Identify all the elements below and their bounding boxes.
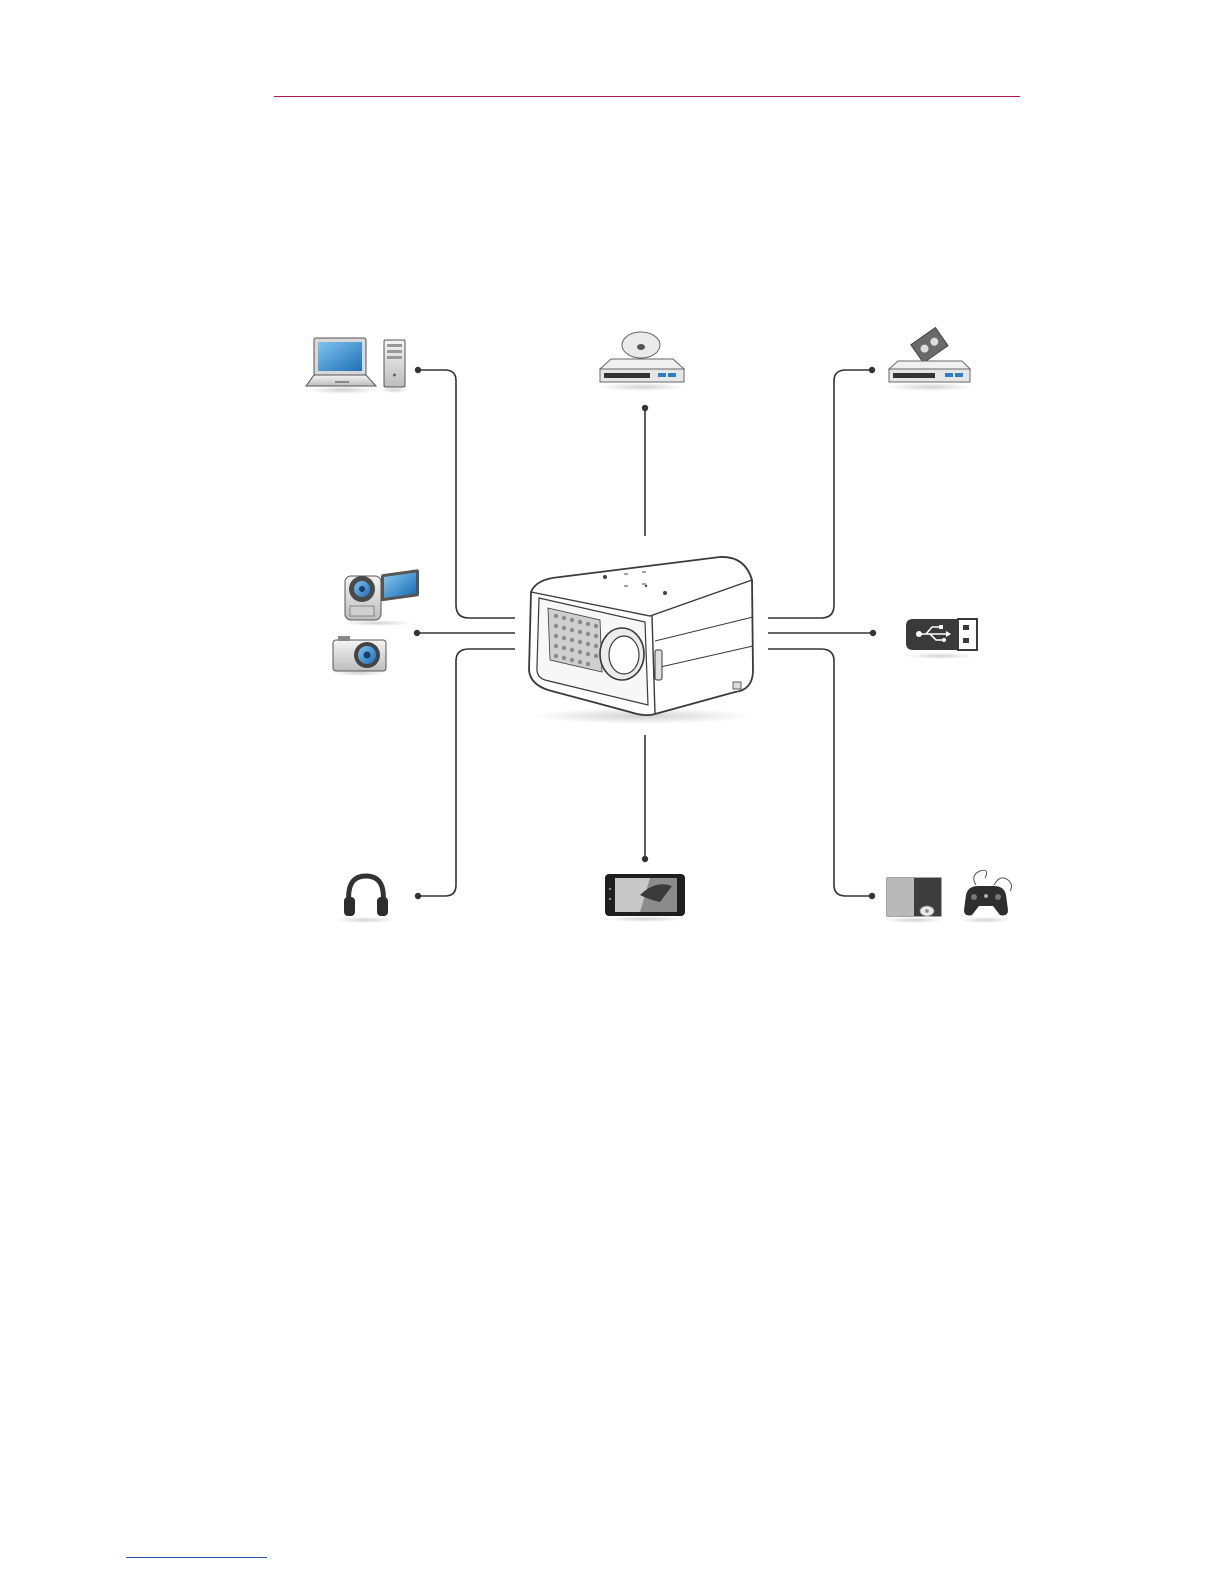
dvd-player-icon <box>598 332 686 391</box>
usb-drive-icon <box>906 619 977 659</box>
laptop-icon <box>306 338 379 394</box>
connector-pc <box>418 370 515 618</box>
connector-dot-mobile <box>642 856 648 862</box>
connector-vcr <box>768 370 872 618</box>
desktop-tower-icon <box>380 340 408 393</box>
headphones-icon <box>335 876 395 923</box>
digital-camera-icon <box>332 636 386 676</box>
connector-game <box>768 649 872 896</box>
pc-device-group <box>306 338 408 394</box>
camera-device-group <box>332 569 419 676</box>
connector-dot-usb <box>870 630 876 636</box>
game-device-group <box>884 870 1012 923</box>
connector-dot-game <box>869 893 875 899</box>
vcr-icon <box>886 328 974 391</box>
connector-dot-vcr <box>869 367 875 373</box>
game-controller-icon <box>959 870 1012 923</box>
connector-dot-dvd <box>642 405 648 411</box>
connector-audio <box>418 649 515 896</box>
connector-dot-pc <box>415 367 421 373</box>
smartphone-icon <box>605 874 685 922</box>
connector-dot-audio <box>415 893 421 899</box>
set-top-box-icon <box>884 878 944 923</box>
connector-dot-camera <box>414 630 420 636</box>
camcorder-icon <box>341 569 419 626</box>
projector-icon <box>529 557 753 724</box>
